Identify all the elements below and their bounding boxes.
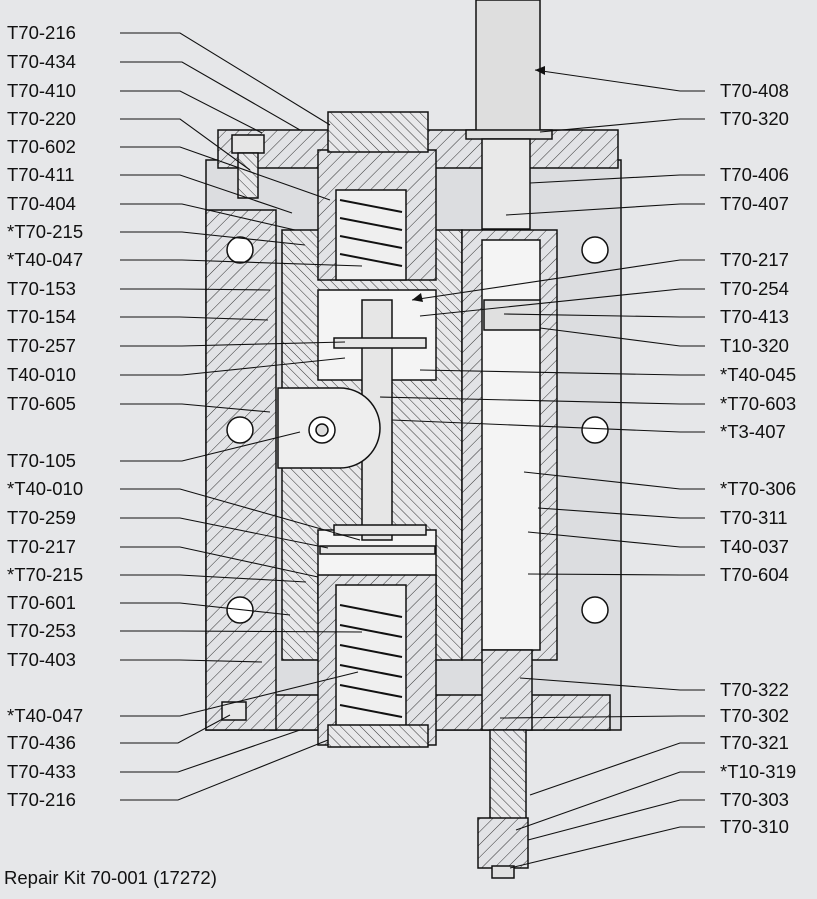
part-label: T70-320 <box>720 108 789 129</box>
part-label: T70-259 <box>7 507 76 528</box>
part-label: *T40-047 <box>7 249 84 270</box>
part-label: T70-322 <box>720 679 789 700</box>
arrowheads <box>412 66 545 302</box>
part-label: T70-311 <box>720 507 788 528</box>
part-label: *T3-407 <box>720 421 786 442</box>
part-label: T70-153 <box>7 278 76 299</box>
part-label: T70-216 <box>7 789 76 810</box>
springs <box>339 199 403 718</box>
part-label: T70-404 <box>7 193 76 214</box>
part-label: T40-037 <box>720 536 789 557</box>
part-label: T70-605 <box>7 393 76 414</box>
part-label: T70-413 <box>720 306 789 327</box>
part-label: T70-217 <box>720 249 789 270</box>
part-label: T70-403 <box>7 649 76 670</box>
part-label: *T40-010 <box>7 478 84 499</box>
part-label: T70-406 <box>720 164 789 185</box>
part-label: T70-302 <box>720 705 789 726</box>
part-label: *T40-047 <box>7 705 84 726</box>
part-label: T70-216 <box>7 22 76 43</box>
part-label: T70-253 <box>7 620 76 641</box>
part-label: T70-310 <box>720 816 789 837</box>
part-label: T70-303 <box>720 789 789 810</box>
part-label: *T70-306 <box>720 478 797 499</box>
part-label: T70-601 <box>7 592 76 613</box>
part-label: T10-320 <box>720 335 789 356</box>
part-label: T40-010 <box>7 364 76 385</box>
part-label: *T70-215 <box>7 564 84 585</box>
part-label: T70-407 <box>720 193 789 214</box>
part-label: T70-217 <box>7 536 76 557</box>
part-label: T70-257 <box>7 335 76 356</box>
part-label: T70-105 <box>7 450 76 471</box>
part-label: *T70-603 <box>720 393 797 414</box>
part-label: T70-436 <box>7 732 76 753</box>
part-label: *T40-045 <box>720 364 797 385</box>
part-label: T70-434 <box>7 51 76 72</box>
part-label: T70-220 <box>7 108 76 129</box>
part-label: *T10-319 <box>720 761 797 782</box>
part-label: T70-602 <box>7 136 76 157</box>
part-label: T70-154 <box>7 306 76 327</box>
part-label: T70-410 <box>7 80 76 101</box>
housing-body <box>205 0 622 879</box>
part-label: T70-254 <box>720 278 789 299</box>
part-label: T70-433 <box>7 761 76 782</box>
leader-lines <box>120 32 705 869</box>
part-label: T70-411 <box>7 164 75 185</box>
part-label: T70-408 <box>720 80 789 101</box>
part-label: *T70-215 <box>7 221 84 242</box>
part-label: T70-321 <box>720 732 789 753</box>
repair-kit-caption: Repair Kit 70-001 (17272) <box>4 867 217 888</box>
part-label: T70-604 <box>720 564 789 585</box>
